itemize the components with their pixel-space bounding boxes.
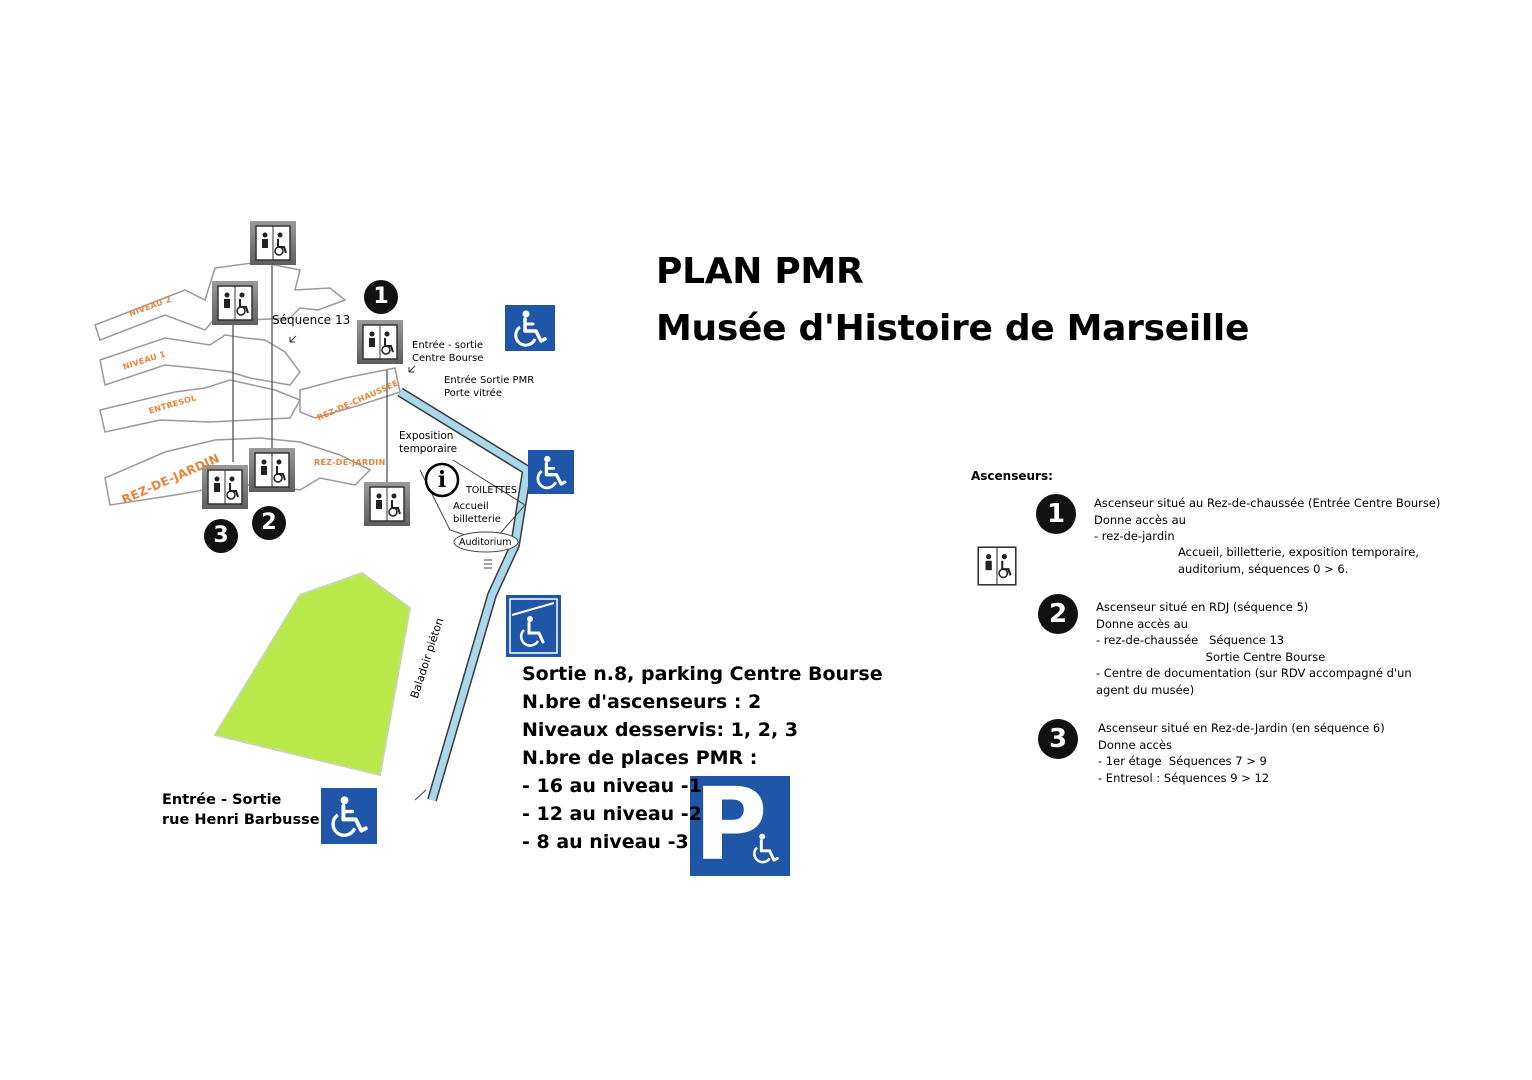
- expo-temporaire-label: Exposition temporaire: [399, 430, 458, 455]
- elevator-icon: [973, 542, 1021, 590]
- entree-barbusse-label: Entrée - Sortie rue Henri Barbusse: [162, 792, 320, 828]
- wheelchair-icon: [753, 833, 779, 864]
- garden-area: [213, 571, 412, 777]
- parking-line: - 16 au niveau -1: [522, 775, 702, 797]
- accueil-billetterie-label: Accueil billetterie: [453, 501, 501, 525]
- parking-info: Sortie n.8, parking Centre Bourse N.bre …: [522, 660, 883, 856]
- legend-badge-2: 2: [1038, 594, 1078, 634]
- parking-line: N.bre d'ascenseurs : 2: [522, 691, 762, 713]
- legend-badge-1: 1: [1036, 494, 1076, 534]
- entree-pmr-label: Entrée Sortie PMR Porte vitrée: [444, 375, 535, 399]
- parking-letter: P: [694, 766, 768, 883]
- wheelchair-icon: [321, 788, 377, 844]
- entree-bourse-label: Entrée - sortie Centre Bourse: [412, 340, 484, 364]
- sequence13-label: Séquence 13: [272, 313, 351, 327]
- elevator-icon: [212, 281, 258, 325]
- elevator-3-icon: [202, 465, 248, 509]
- floor-rdc-outline: [299, 367, 401, 419]
- wheelchair-icon: [505, 305, 555, 351]
- info-circle: [424, 462, 460, 498]
- wheelchair-icon: [528, 450, 574, 494]
- elevator-icon: [364, 482, 410, 526]
- floor-niveau2-outline: [94, 261, 347, 341]
- auditorium-label: Auditorium: [459, 537, 512, 548]
- elevator-icon: [250, 221, 296, 265]
- auditorium-ellipse: [453, 531, 519, 553]
- floor-entresol-outline: [99, 379, 302, 433]
- page-title-line1: PLAN PMR: [656, 251, 864, 292]
- parking-line: - 12 au niveau -2: [522, 803, 702, 825]
- map-badge-3: 3: [204, 519, 238, 553]
- legend-item-3-text: Ascenseur situé en Rez-de-Jardin (en séq…: [1098, 721, 1385, 785]
- floor-rdj-outline: [104, 437, 372, 506]
- parking-line: Niveaux desservis: 1, 2, 3: [522, 719, 799, 741]
- parking-pmr-sign: P: [690, 770, 790, 880]
- floor-niveau1-outline: [99, 334, 301, 386]
- elevator-2-icon: [249, 448, 295, 492]
- legend-badge-3: 3: [1038, 719, 1078, 759]
- floor-label-rdj-small: REZ-DE-JARDIN: [314, 458, 386, 467]
- legend-item-2-text: Ascenseur situé en RDJ (séquence 5) Donn…: [1096, 600, 1412, 697]
- elevator-1-icon: [357, 320, 403, 364]
- legend-title: Ascenseurs:: [971, 469, 1053, 483]
- toilettes-label: TOILETTES: [466, 485, 517, 496]
- parking-line: Sortie n.8, parking Centre Bourse: [522, 663, 883, 685]
- map-badge-2: 2: [252, 506, 286, 540]
- info-icon: i: [437, 467, 447, 493]
- wheelchair-ramp-icon: [506, 595, 561, 657]
- page-title-line2: Musée d'Histoire de Marseille: [656, 308, 1250, 349]
- map-badge-1: 1: [364, 280, 398, 314]
- parking-line: - 8 au niveau -3: [522, 831, 689, 853]
- legend-item-1-text: Ascenseur situé au Rez-de-chaussée (Entr…: [1094, 496, 1441, 543]
- parking-line: N.bre de places PMR :: [522, 747, 758, 769]
- legend-item-1-subtext: Accueil, billetterie, exposition tempora…: [1178, 545, 1419, 576]
